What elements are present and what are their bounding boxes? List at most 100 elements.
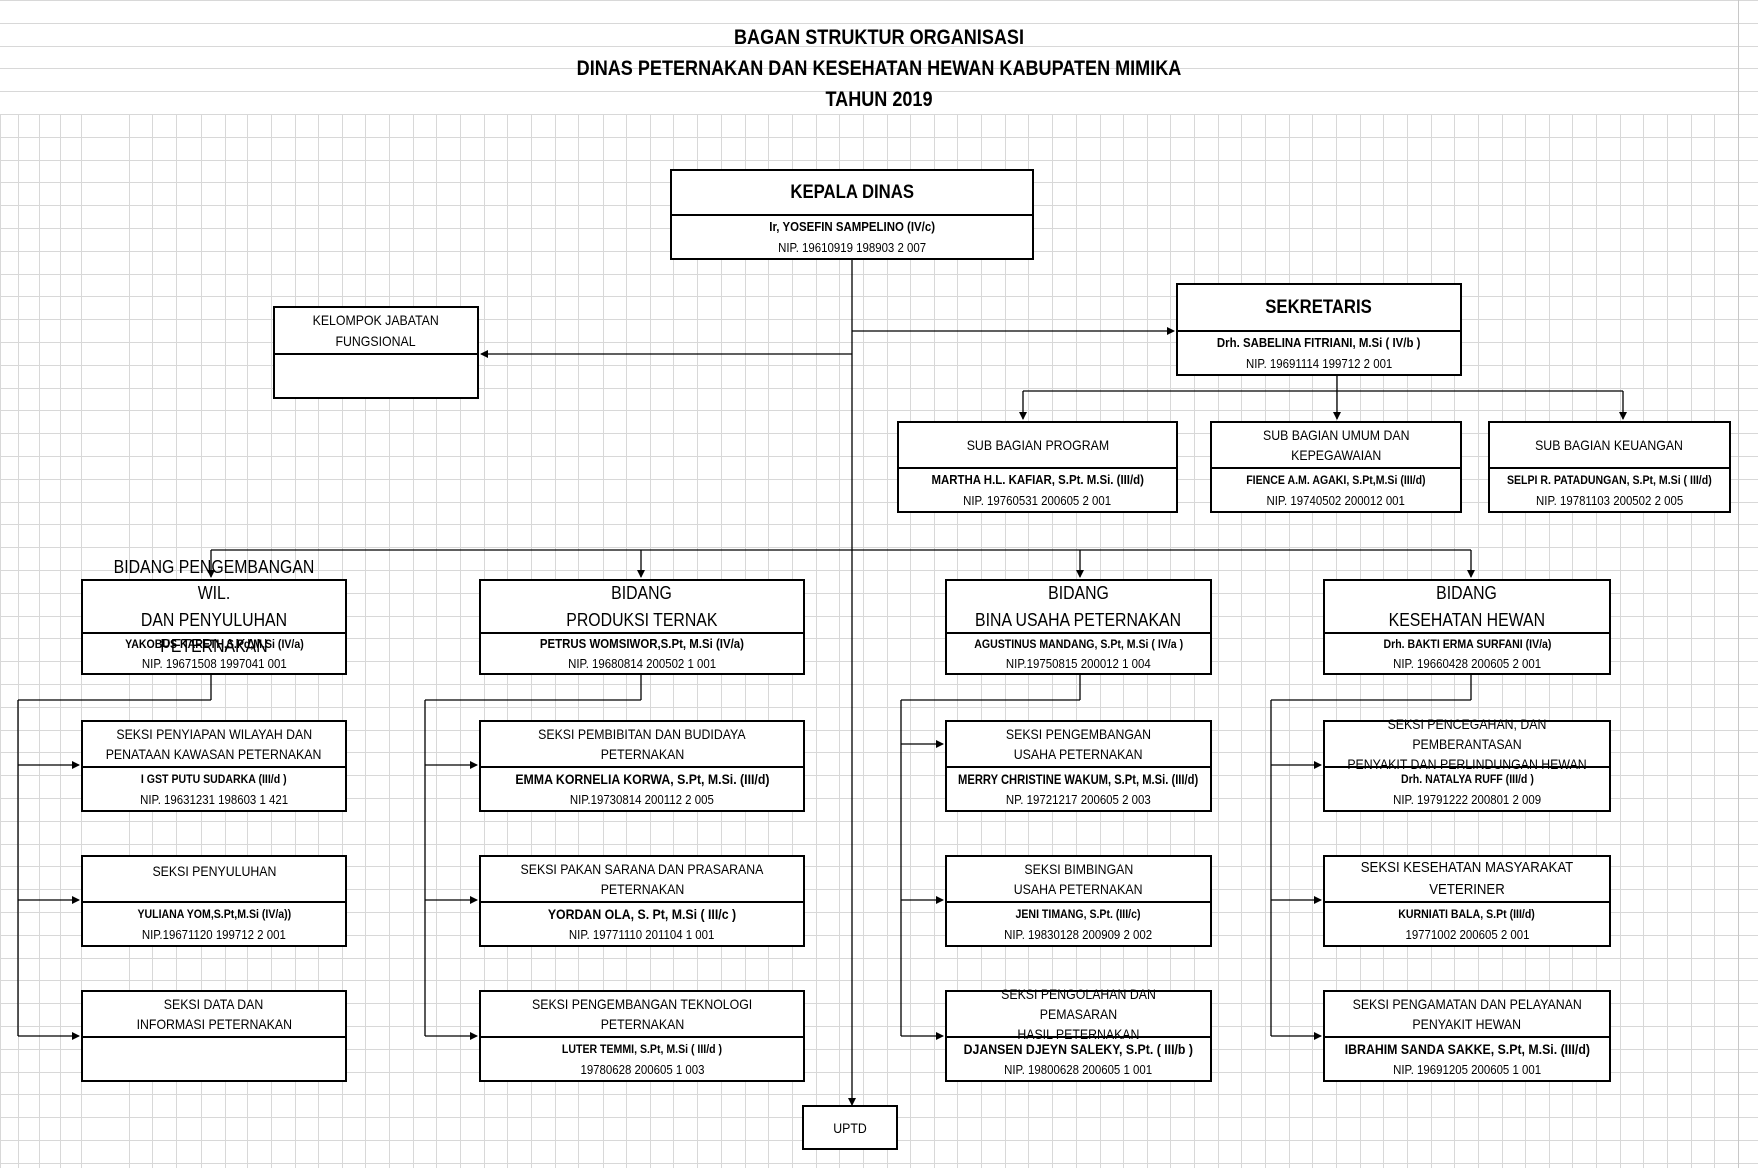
seksi-penyuluhan-name: YULIANA YOM,S.Pt,M.Si (IV/a)) bbox=[137, 906, 291, 921]
seksi-pakan-box: SEKSI PAKAN SARANA DAN PRASARANA PETERNA… bbox=[479, 855, 805, 947]
bidang-kesehatan-box: BIDANG KESEHATAN HEWAN Drh. BAKTI ERMA S… bbox=[1323, 579, 1611, 675]
seksi-pengembangan-usaha-title-line2: USAHA PETERNAKAN bbox=[1014, 746, 1143, 762]
seksi-penyiapan-wilayah-box: SEKSI PENYIAPAN WILAYAH DAN PENATAAN KAW… bbox=[81, 720, 347, 812]
seksi-pencegahan-nip: NIP. 19791222 200801 2 009 bbox=[1392, 792, 1542, 807]
kelompok-jabatan-line1: KELOMPOK JABATAN bbox=[312, 312, 440, 329]
seksi-pengamatan-name: IBRAHIM SANDA SAKKE, S.Pt, M.Si. (III/d) bbox=[1344, 1040, 1590, 1057]
seksi-pencegahan-name: Drh. NATALYA RUFF (III/d ) bbox=[1400, 771, 1534, 786]
kelompok-jabatan-line2: FUNGSIONAL bbox=[335, 332, 417, 349]
bidang-produksi-box: BIDANG PRODUKSI TERNAK PETRUS WOMSIWOR,S… bbox=[479, 579, 805, 675]
seksi-bimbingan-name: JENI TIMANG, S.Pt. (III/c) bbox=[1016, 906, 1141, 921]
bidang-pengembangan-title-line1: BIDANG PENGEMBANGAN WIL. bbox=[113, 557, 315, 604]
seksi-pembibitan-title-line2: PETERNAKAN bbox=[600, 746, 684, 762]
bidang-bina-usaha-box: BIDANG BINA USAHA PETERNAKAN AGUSTINUS M… bbox=[945, 579, 1212, 675]
seksi-pengembangan-usaha-box: SEKSI PENGEMBANGAN USAHA PETERNAKAN MERR… bbox=[945, 720, 1212, 812]
kepala-dinas-name: Ir, YOSEFIN SAMPELINO (IV/c) bbox=[769, 219, 935, 234]
chart-title-line3: TAHUN 2019 bbox=[825, 88, 933, 111]
seksi-pengamatan-nip: NIP. 19691205 200605 1 001 bbox=[1392, 1062, 1542, 1077]
subbagian-umum-title-line2: KEPEGAWAIAN bbox=[1290, 447, 1382, 463]
seksi-pengolahan-box: SEKSI PENGOLAHAN DAN PEMASARAN HASIL PET… bbox=[945, 986, 1212, 1082]
seksi-pencegahan-title-line2: PENYAKIT DAN PERLINDUNGAN HEWAN bbox=[1347, 756, 1587, 773]
seksi-pengolahan-title-line1: SEKSI PENGOLAHAN DAN PEMASARAN bbox=[1001, 985, 1156, 1022]
seksi-pakan-name: YORDAN OLA, S. Pt, M.Si ( III/c ) bbox=[547, 905, 737, 922]
seksi-teknologi-nip: 19780628 200605 1 003 bbox=[579, 1062, 705, 1077]
sekretaris-nip: NIP. 19691114 199712 2 001 bbox=[1245, 356, 1393, 371]
bidang-bina-usaha-name: AGUSTINUS MANDANG, S.Pt, M.Si ( IV/a ) bbox=[974, 636, 1183, 651]
seksi-pembibitan-title-line1: SEKSI PEMBIBITAN DAN BUDIDAYA bbox=[538, 725, 746, 742]
seksi-pakan-nip: NIP. 19771110 201104 1 001 bbox=[569, 927, 715, 942]
kepala-dinas-box: KEPALA DINAS Ir, YOSEFIN SAMPELINO (IV/c… bbox=[670, 169, 1034, 260]
seksi-teknologi-title-line1: SEKSI PENGEMBANGAN TEKNOLOGI bbox=[531, 995, 753, 1012]
seksi-penyiapan-wilayah-name: I GST PUTU SUDARKA (III/d ) bbox=[141, 771, 287, 786]
seksi-pakan-title-line2: PETERNAKAN bbox=[600, 881, 684, 897]
subbagian-program-name: MARTHA H.L. KAFIAR, S.Pt. M.Si. (III/d) bbox=[931, 472, 1144, 487]
seksi-pengembangan-usaha-name: MERRY CHRISTINE WAKUM, S.Pt, M.Si. (III/… bbox=[958, 770, 1199, 787]
bidang-kesehatan-title-line2: KESEHATAN HEWAN bbox=[1388, 609, 1546, 630]
subbagian-umum-box: SUB BAGIAN UMUM DAN KEPEGAWAIAN FIENCE A… bbox=[1210, 421, 1462, 513]
bidang-bina-usaha-title-line1: BIDANG bbox=[1048, 583, 1109, 604]
bidang-produksi-name: PETRUS WOMSIWOR,S.Pt, M.Si (IV/a) bbox=[539, 636, 745, 652]
subbagian-keuangan-name: SELPI R. PATADUNGAN, S.Pt, M.Si ( III/d) bbox=[1507, 472, 1712, 487]
seksi-pengamatan-title-line2: PENYAKIT HEWAN bbox=[1412, 1016, 1522, 1032]
bidang-pengembangan-nip: NIP. 19671508 1997041 001 bbox=[141, 655, 287, 671]
bidang-bina-usaha-title-line2: BINA USAHA PETERNAKAN bbox=[975, 609, 1182, 630]
subbagian-umum-nip: NIP. 19740502 200012 001 bbox=[1266, 493, 1406, 508]
sekretaris-name: Drh. SABELINA FITRIANI, M.Si ( IV/b ) bbox=[1217, 335, 1421, 350]
uptd-box: UPTD bbox=[802, 1105, 898, 1150]
seksi-penyuluhan-nip: NIP.19671120 199712 2 001 bbox=[142, 927, 286, 942]
bidang-pengembangan-title-line2: DAN PENYULUHAN PETERNAKAN bbox=[140, 609, 288, 656]
seksi-pengolahan-nip: NIP. 19800628 200605 1 001 bbox=[1004, 1062, 1153, 1077]
bidang-kesehatan-name: Drh. BAKTI ERMA SURFANI (IV/a) bbox=[1383, 636, 1551, 651]
seksi-bimbingan-title-line1: SEKSI BIMBINGAN bbox=[1024, 860, 1133, 877]
seksi-kesmavet-nip: 19771002 200605 2 001 bbox=[1404, 927, 1530, 942]
subbagian-keuangan-title: SUB BAGIAN KEUANGAN bbox=[1535, 436, 1684, 453]
seksi-pengamatan-box: SEKSI PENGAMATAN DAN PELAYANAN PENYAKIT … bbox=[1323, 990, 1611, 1082]
subbagian-program-box: SUB BAGIAN PROGRAM MARTHA H.L. KAFIAR, S… bbox=[897, 421, 1178, 513]
seksi-bimbingan-nip: NIP. 19830128 200909 2 002 bbox=[1004, 927, 1153, 942]
seksi-penyiapan-wilayah-nip: NIP. 19631231 198603 1 421 bbox=[139, 792, 289, 807]
seksi-bimbingan-title-line2: USAHA PETERNAKAN bbox=[1014, 881, 1143, 897]
chart-title-line1: BAGAN STRUKTUR ORGANISASI bbox=[734, 26, 1024, 49]
subbagian-keuangan-nip: NIP. 19781103 200502 2 005 bbox=[1535, 493, 1684, 508]
seksi-pakan-title-line1: SEKSI PAKAN SARANA DAN PRASARANA bbox=[520, 860, 764, 877]
seksi-penyiapan-wilayah-title-line1: SEKSI PENYIAPAN WILAYAH DAN bbox=[116, 725, 312, 742]
seksi-pengembangan-usaha-title-line1: SEKSI PENGEMBANGAN bbox=[1005, 725, 1152, 742]
seksi-teknologi-title-line2: PETERNAKAN bbox=[600, 1016, 684, 1032]
sekretaris-title: SEKRETARIS bbox=[1265, 296, 1373, 318]
kepala-dinas-nip: NIP. 19610919 198903 2 007 bbox=[777, 240, 927, 255]
seksi-kesmavet-box: SEKSI KESEHATAN MASYARAKAT VETERINER KUR… bbox=[1323, 855, 1611, 947]
bidang-produksi-title-line2: PRODUKSI TERNAK bbox=[566, 609, 718, 630]
seksi-pengolahan-title-line2: HASIL PETERNAKAN bbox=[1017, 1026, 1140, 1043]
seksi-pencegahan-box: SEKSI PENCEGAHAN, DAN PEMBERANTASAN PENY… bbox=[1323, 716, 1611, 812]
subbagian-umum-title-line1: SUB BAGIAN UMUM DAN bbox=[1262, 426, 1410, 443]
bidang-bina-usaha-nip: NIP.19750815 200012 1 004 bbox=[1006, 655, 1151, 671]
kelompok-jabatan-box: KELOMPOK JABATAN FUNGSIONAL bbox=[273, 306, 479, 399]
sekretaris-box: SEKRETARIS Drh. SABELINA FITRIANI, M.Si … bbox=[1176, 283, 1462, 376]
seksi-kesmavet-name: KURNIATI BALA, S.Pt (III/d) bbox=[1398, 906, 1536, 921]
seksi-pengembangan-usaha-nip: NP. 19721217 200605 2 003 bbox=[1006, 792, 1151, 807]
seksi-data-informasi-box: SEKSI DATA DAN INFORMASI PETERNAKAN bbox=[81, 990, 347, 1082]
seksi-pencegahan-title-line1: SEKSI PENCEGAHAN, DAN PEMBERANTASAN bbox=[1387, 715, 1547, 752]
bidang-produksi-title-line1: BIDANG bbox=[611, 583, 673, 604]
seksi-teknologi-name: LUTER TEMMI, S.Pt, M.Si ( III/d ) bbox=[561, 1041, 723, 1056]
bidang-pengembangan-name: YAKOBUS KARETH,S.Pd,M.Si (IV/a) bbox=[124, 636, 304, 651]
bidang-kesehatan-title-line1: BIDANG bbox=[1436, 583, 1498, 604]
seksi-data-informasi-title-line1: SEKSI DATA DAN bbox=[164, 995, 264, 1012]
seksi-pembibitan-name: EMMA KORNELIA KORWA, S.Pt, M.Si. (III/d) bbox=[514, 770, 770, 787]
seksi-teknologi-box: SEKSI PENGEMBANGAN TEKNOLOGI PETERNAKAN … bbox=[479, 990, 805, 1082]
seksi-pengolahan-name: DJANSEN DJEYN SALEKY, S.Pt. ( III/b ) bbox=[963, 1040, 1194, 1057]
subbagian-program-title: SUB BAGIAN PROGRAM bbox=[966, 436, 1109, 453]
seksi-pembibitan-box: SEKSI PEMBIBITAN DAN BUDIDAYA PETERNAKAN… bbox=[479, 720, 805, 812]
kepala-dinas-title: KEPALA DINAS bbox=[790, 181, 914, 203]
bidang-produksi-nip: NIP. 19680814 200502 1 001 bbox=[567, 655, 717, 671]
subbagian-keuangan-box: SUB BAGIAN KEUANGAN SELPI R. PATADUNGAN,… bbox=[1488, 421, 1731, 513]
subbagian-program-nip: NIP. 19760531 200605 2 001 bbox=[963, 493, 1112, 508]
seksi-penyiapan-wilayah-title-line2: PENATAAN KAWASAN PETERNAKAN bbox=[106, 746, 322, 762]
chart-title-line2: DINAS PETERNAKAN DAN KESEHATAN HEWAN KAB… bbox=[576, 57, 1182, 80]
subbagian-umum-name: FIENCE A.M. AGAKI, S.Pt,M.Si (III/d) bbox=[1246, 472, 1426, 487]
seksi-penyuluhan-title: SEKSI PENYULUHAN bbox=[152, 863, 276, 879]
seksi-bimbingan-box: SEKSI BIMBINGAN USAHA PETERNAKAN JENI TI… bbox=[945, 855, 1212, 947]
seksi-penyuluhan-box: SEKSI PENYULUHAN YULIANA YOM,S.Pt,M.Si (… bbox=[81, 855, 347, 947]
uptd-label: UPTD bbox=[833, 1119, 867, 1136]
